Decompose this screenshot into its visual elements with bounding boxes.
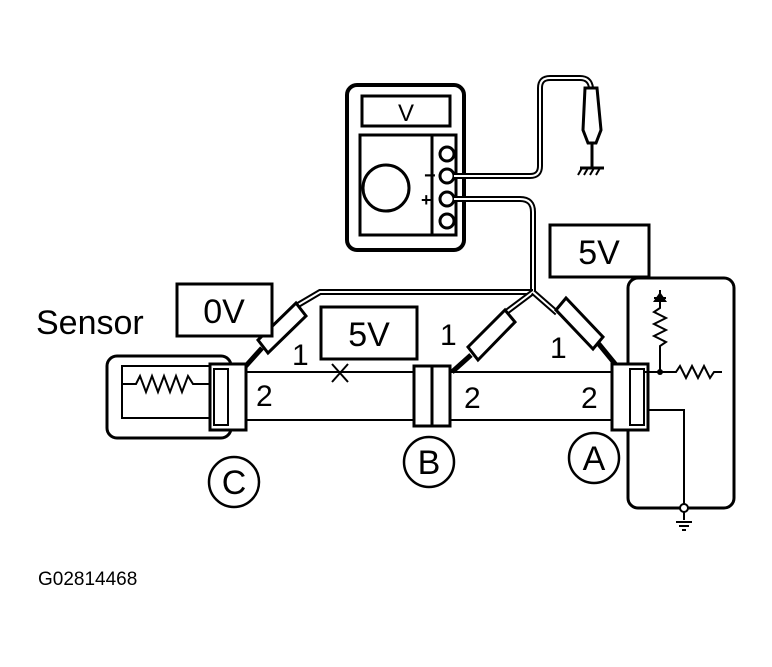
- svg-text:B: B: [418, 444, 441, 482]
- probe-tip-icon: [581, 86, 603, 145]
- sensor-label: Sensor: [36, 304, 144, 342]
- reading-box-c: 0V: [175, 282, 274, 338]
- meter-dial-icon: [361, 163, 411, 213]
- control-unit: [610, 276, 736, 531]
- reading-b-value: 5V: [348, 316, 390, 354]
- pin-b2: 2: [464, 382, 481, 415]
- pin-a2: 2: [581, 382, 598, 415]
- voltmeter: V − +: [345, 83, 466, 252]
- reading-c-value: 0V: [203, 293, 245, 331]
- meter-display-text: V: [398, 100, 414, 127]
- figure-code: G02814468: [38, 569, 137, 590]
- harness-wires: [246, 363, 612, 421]
- positive-lead: [296, 196, 559, 316]
- resistor-icon: [122, 373, 216, 395]
- meter-jack-icon: [438, 145, 456, 163]
- pin-c2: 2: [256, 380, 273, 413]
- meter-jack-icon: [438, 212, 456, 230]
- pin-a1: 1: [550, 332, 567, 365]
- connector-label-c: C: [207, 455, 261, 509]
- probe-a: [553, 295, 618, 367]
- series-resistor-icon: [660, 363, 722, 381]
- reading-box-a: 5V: [548, 223, 651, 279]
- svg-text:A: A: [583, 440, 606, 478]
- connector-c: [208, 362, 248, 432]
- connector-b: [412, 364, 452, 428]
- meter-jack-plus-icon: [438, 190, 456, 208]
- connector-label-b: B: [402, 435, 456, 489]
- pin-b1: 1: [440, 319, 457, 352]
- probe-b: [450, 307, 518, 374]
- connector-label-a: A: [567, 431, 621, 485]
- ground-probe: [454, 75, 604, 179]
- plus-terminal-label: +: [421, 190, 432, 210]
- pin-c1: 1: [292, 339, 309, 372]
- svg-text:C: C: [222, 464, 247, 502]
- reading-box-b: 5V: [319, 305, 419, 361]
- meter-jack-minus-icon: [438, 167, 456, 185]
- meter-display: [360, 94, 452, 128]
- reading-a-value: 5V: [578, 234, 620, 272]
- minus-terminal-label: −: [424, 165, 436, 187]
- pullup-resistor-icon: [651, 290, 669, 372]
